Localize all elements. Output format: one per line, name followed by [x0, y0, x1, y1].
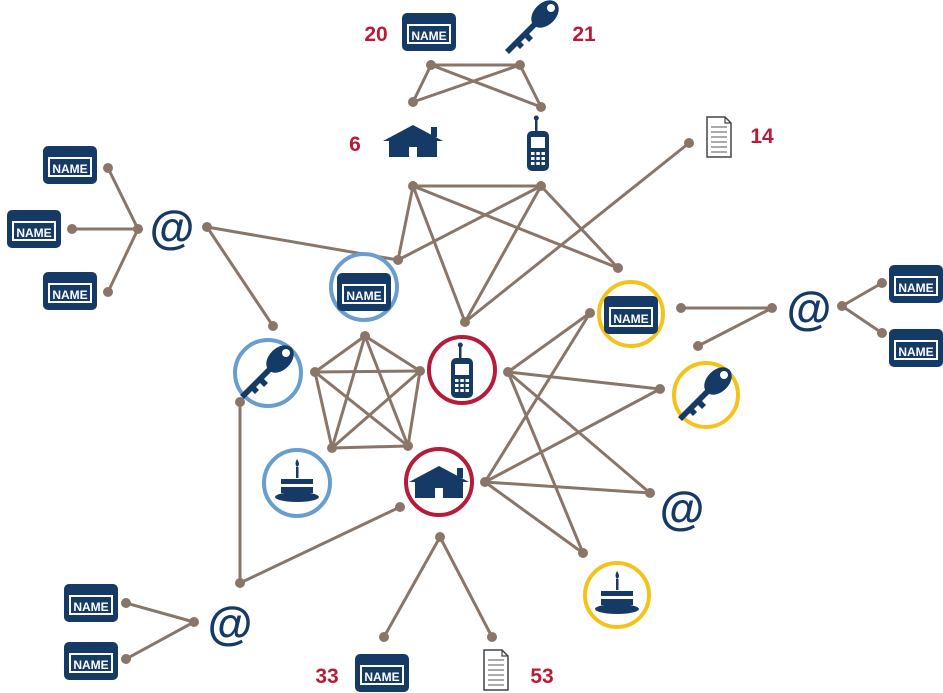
- edges: [72, 63, 883, 661]
- name-card-label: NAME: [16, 226, 51, 240]
- at-icon: @: [150, 201, 195, 253]
- ring-key-yellow: [672, 361, 740, 429]
- name-card-label: NAME: [52, 288, 87, 302]
- name-card-right-1: NAME: [889, 265, 943, 303]
- ring-phone-red: [427, 335, 497, 405]
- ring-key-blue: [233, 338, 303, 408]
- at-icon: @: [208, 597, 253, 649]
- name-card-right-2: NAME: [889, 329, 943, 367]
- at-icon: @: [787, 282, 832, 334]
- house-icon: [383, 125, 443, 157]
- ring-cake-yellow: [583, 561, 651, 629]
- name-card-label: NAME: [411, 29, 446, 43]
- document-icon: [483, 649, 509, 691]
- number-53: 53: [530, 665, 553, 688]
- at-icon: @: [660, 482, 705, 534]
- ring-cake-blue: [262, 448, 332, 518]
- name-card-33: NAME: [355, 654, 409, 692]
- number-14: 14: [750, 125, 774, 148]
- ring-name-blue: NAME: [329, 252, 399, 322]
- number-6: 6: [349, 133, 361, 156]
- key-icon: [505, 0, 565, 54]
- ring-house-red: [404, 447, 474, 517]
- name-card-left-1: NAME: [43, 146, 97, 184]
- name-card-bottom-left-1: NAME: [64, 584, 118, 622]
- document-icon: [706, 116, 732, 158]
- number-20: 20: [364, 23, 387, 46]
- name-card-20: NAME: [402, 13, 456, 51]
- name-card-label: NAME: [898, 281, 933, 295]
- name-card-left-3: NAME: [43, 272, 97, 310]
- name-card-label: NAME: [364, 670, 399, 684]
- name-card-left-2: NAME: [7, 210, 61, 248]
- cellphone-icon: [527, 115, 549, 171]
- name-card-label: NAME: [898, 345, 933, 359]
- name-card-bottom-left-2: NAME: [64, 642, 118, 680]
- name-card-label: NAME: [73, 600, 108, 614]
- number-33: 33: [315, 665, 338, 688]
- edge-endpoints: [67, 60, 887, 664]
- ring-name-yellow: NAME: [597, 280, 665, 348]
- name-card-label: NAME: [613, 312, 648, 326]
- number-21: 21: [572, 23, 596, 46]
- name-card-label: NAME: [73, 658, 108, 672]
- name-card-label: NAME: [52, 162, 87, 176]
- name-card-label: NAME: [346, 289, 381, 303]
